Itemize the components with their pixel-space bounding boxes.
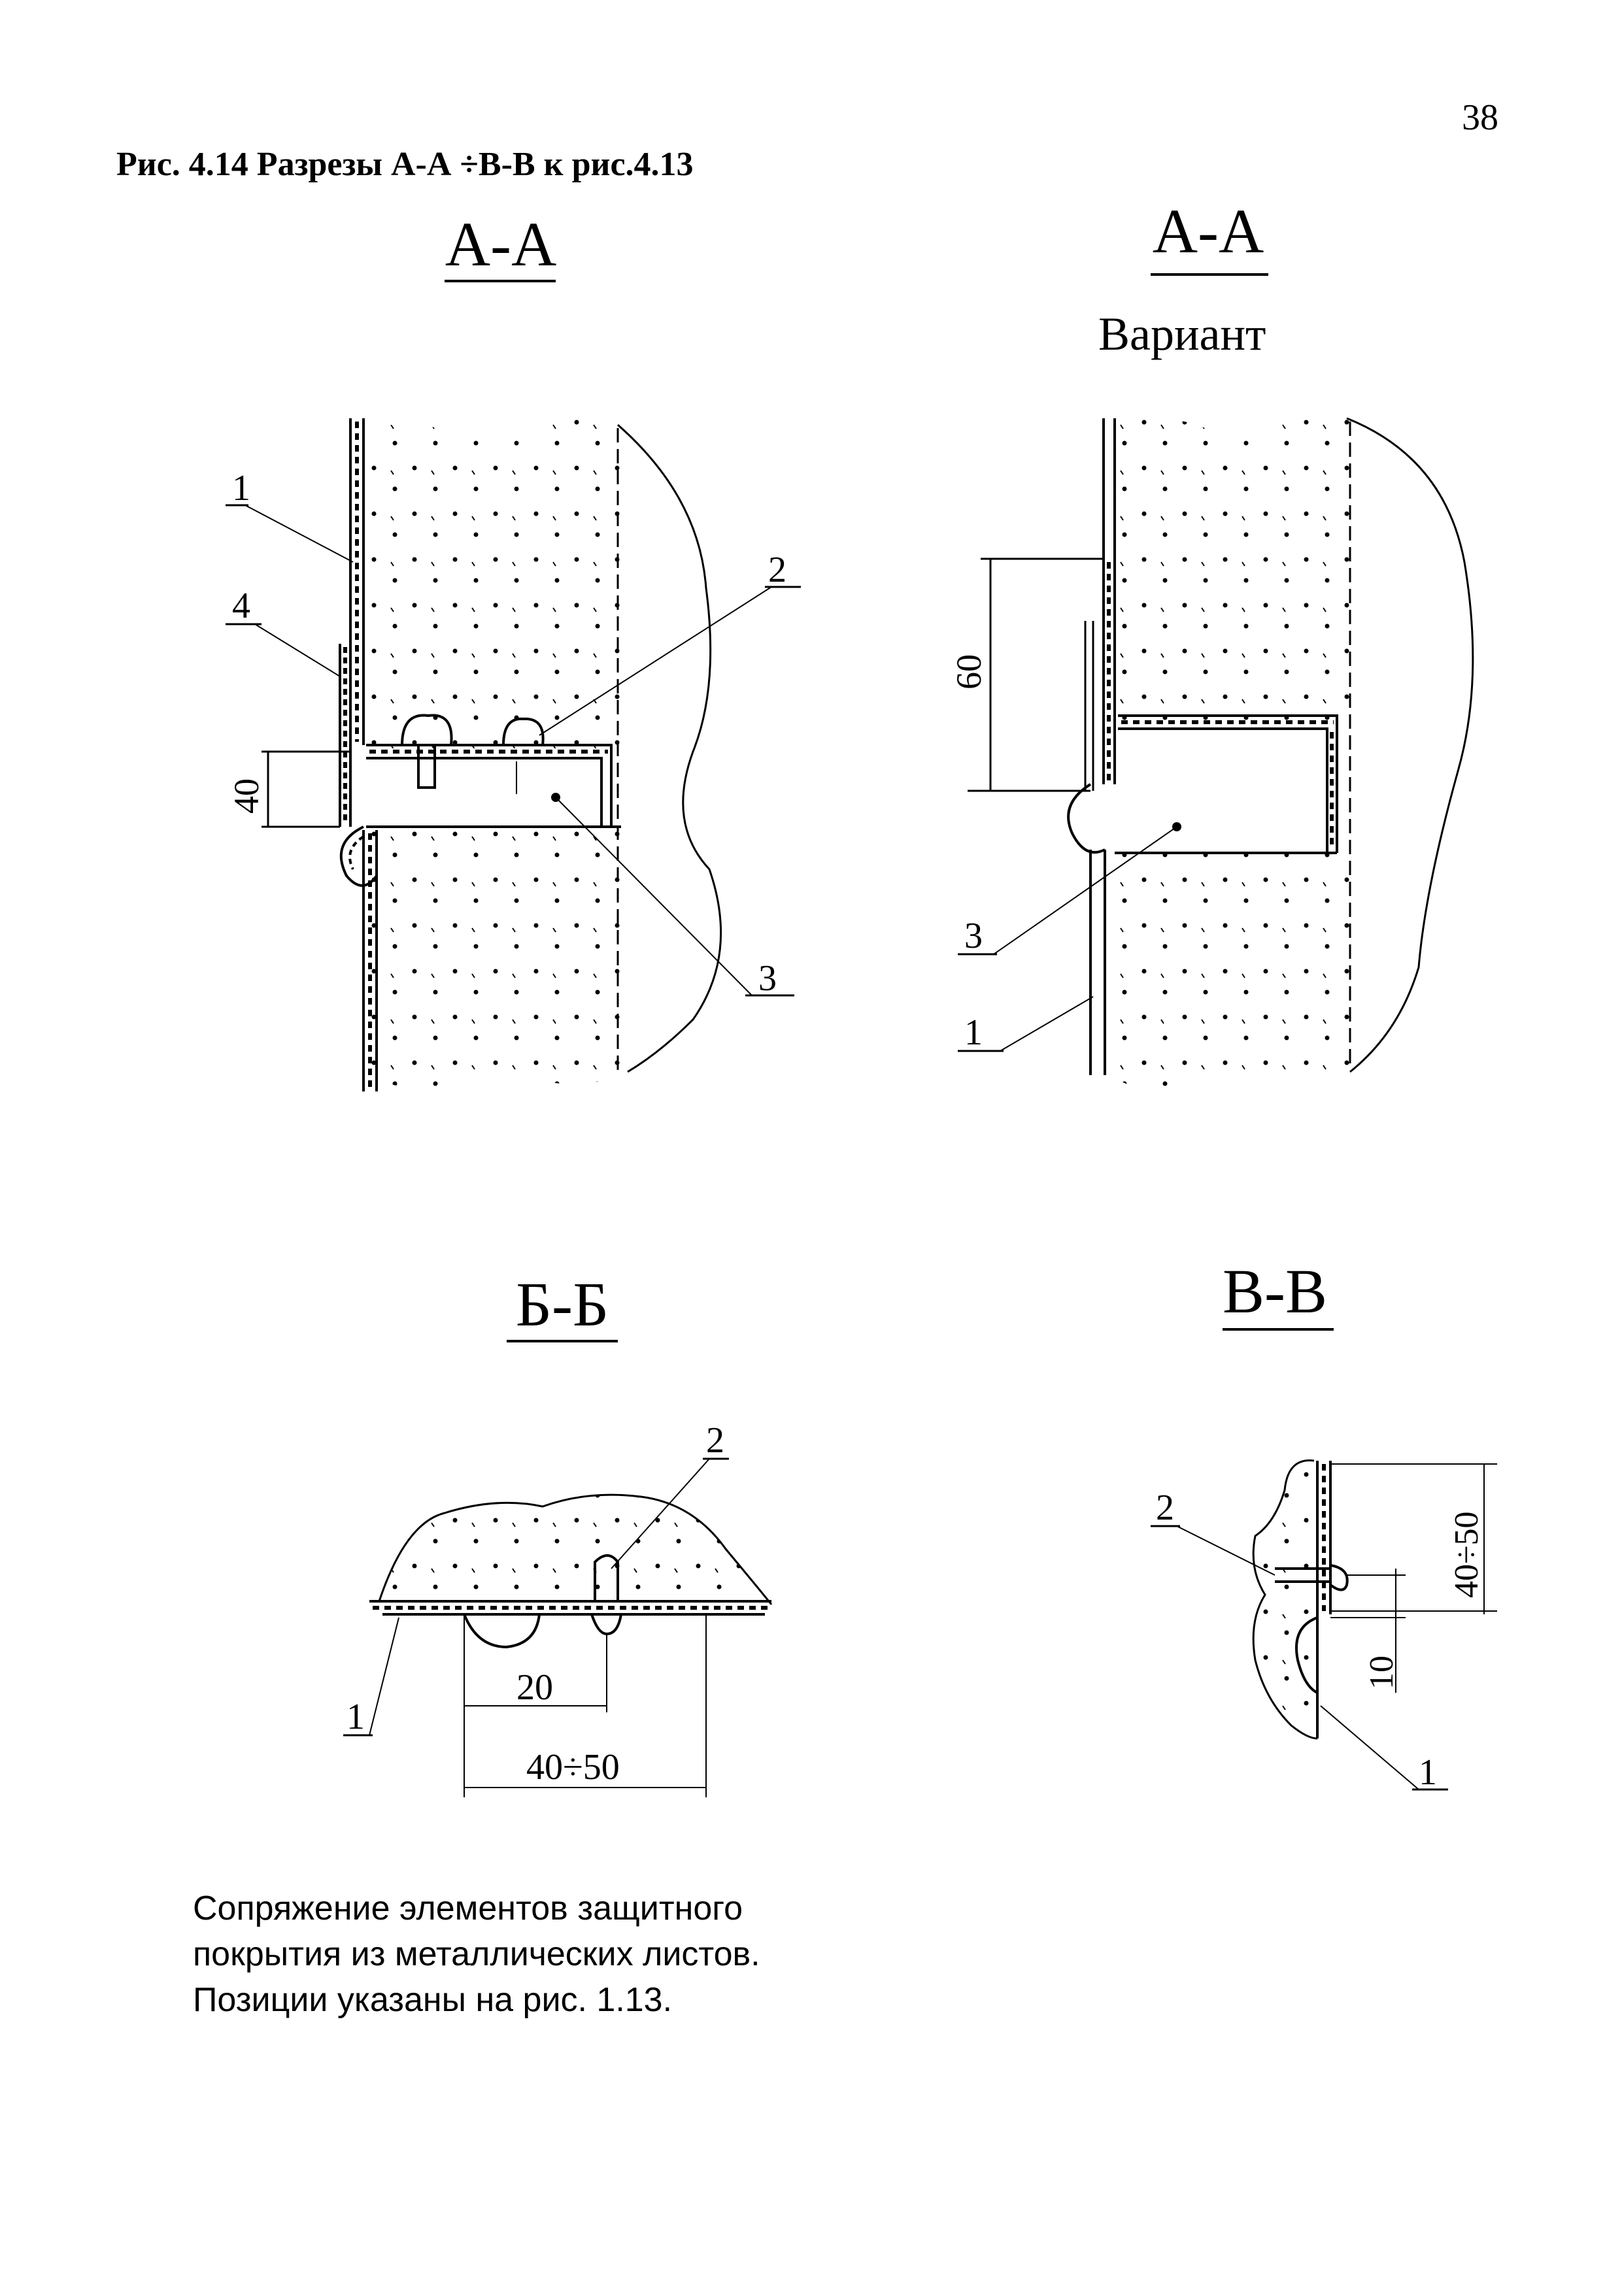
caption-line-3: Позиции указаны на рис. 1.13. <box>193 1981 673 2019</box>
section-title-bb-underline <box>507 1340 618 1342</box>
aa-rivet-2a <box>401 714 453 746</box>
variant-label: Вариант <box>1098 308 1266 360</box>
bb-sheet-1 <box>369 1600 771 1616</box>
aa-leader-1 <box>229 505 354 563</box>
page-number: 38 <box>1462 97 1498 138</box>
bb-label-1: 1 <box>346 1697 365 1737</box>
bb-bend <box>463 1614 541 1649</box>
aa-label-2: 2 <box>768 550 786 590</box>
caption-line-2: покрытия из металлических листов. <box>193 1935 760 1973</box>
bb-dim-20: 20 <box>516 1667 553 1708</box>
section-title-aa-variant-underline <box>1151 273 1268 276</box>
vv-label-2: 2 <box>1156 1488 1174 1528</box>
aav-insulation-upper <box>1118 412 1350 722</box>
vv-bend <box>1295 1616 1319 1694</box>
vv-dim-10: 10 <box>1363 1655 1400 1689</box>
bb-label-2: 2 <box>706 1420 724 1461</box>
section-title-vv: В-В <box>1222 1256 1328 1326</box>
aa-strip-4 <box>339 644 352 827</box>
aa-leader-4 <box>229 624 341 677</box>
aa-label-1: 1 <box>232 468 250 508</box>
vv-label-1: 1 <box>1419 1752 1437 1793</box>
aa-rivet-2b <box>502 717 545 746</box>
section-title-bb: Б-Б <box>515 1269 609 1339</box>
aav-label-3: 3 <box>964 916 983 956</box>
aa-insulation-upper <box>366 420 621 748</box>
aav-break-line <box>1346 417 1474 1073</box>
section-bb-drawing <box>343 1457 773 1797</box>
bb-dim-40-50: 40÷50 <box>526 1747 620 1788</box>
bb-insulation <box>379 1495 771 1605</box>
section-vv-drawing <box>1151 1459 1497 1791</box>
aav-insulation-lower <box>1115 853 1350 1090</box>
aav-sheet-1 <box>1089 850 1106 1075</box>
caption-line-1: Сопряжение элементов защитного <box>193 1889 743 1927</box>
aav-dim-60: 60 <box>949 654 988 690</box>
vv-dim-40-50: 40÷50 <box>1448 1511 1485 1598</box>
section-title-aa-variant: А-А <box>1152 196 1264 266</box>
aa-dim-40: 40 <box>227 778 266 814</box>
aav-plate-3 <box>1118 714 1338 853</box>
aa-sheet-lower <box>362 830 378 1091</box>
aa-bend <box>339 825 378 887</box>
section-aa-drawing <box>226 418 801 1091</box>
section-aa-variant-drawing <box>958 412 1474 1090</box>
caption: Сопряжение элементов защитного покрытия … <box>193 1886 760 2023</box>
aav-bend <box>1067 783 1106 854</box>
aav-leader-1 <box>964 996 1094 1052</box>
section-title-vv-underline <box>1223 1328 1334 1331</box>
aav-strip <box>1084 621 1094 791</box>
aa-insulation-lower <box>366 827 621 1090</box>
section-title-aa-underline <box>445 280 556 282</box>
aa-plate-3 <box>366 744 613 827</box>
aa-break-line <box>617 424 722 1073</box>
section-title-aa: А-А <box>445 209 557 279</box>
aav-label-1: 1 <box>964 1012 983 1053</box>
vv-rivet-2 <box>1275 1567 1330 1583</box>
aa-label-3: 3 <box>758 958 777 999</box>
aa-label-4: 4 <box>232 586 250 626</box>
figure-title: Рис. 4.14 Разрезы А-А ÷В-В к рис.4.13 <box>116 146 694 183</box>
